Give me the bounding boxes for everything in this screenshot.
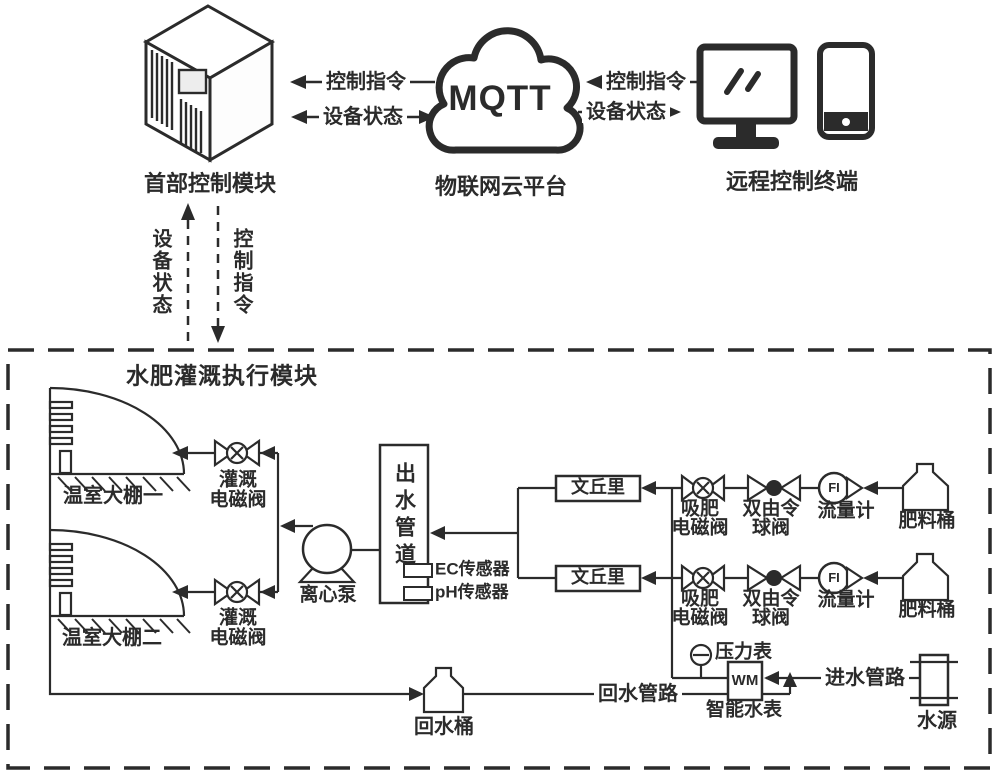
suction-valve-2-label-l1: 吸肥 (680, 588, 720, 610)
flow-meter-2-icon (817, 561, 864, 595)
flow-meter-1-symbol: FI (828, 479, 840, 495)
greenhouse-2-label: 温室大棚二 (62, 627, 162, 649)
ball-valve-2-icon (746, 564, 802, 592)
link-left-cmd-label: 控制指令 (322, 71, 410, 93)
vertical-status-label: 设备状态 (149, 228, 171, 316)
pump-label: 离心泵 (299, 584, 357, 606)
outlet-pipe-label: 出水管道 (392, 462, 416, 570)
irrigation-valve-1-label-l1: 灌溉 (218, 469, 258, 491)
link-right-cmd-label: 控制指令 (602, 71, 690, 93)
venturi-1-label: 文丘里 (571, 477, 625, 498)
venturi-2-box (554, 564, 642, 593)
inlet-pipe-label: 进水管路 (821, 667, 909, 689)
flow-meter-1-icon (817, 471, 864, 505)
mqtt-cloud-text: MQTT (448, 78, 552, 118)
module-title: 水肥灌溉执行模块 (126, 362, 318, 389)
fertilizer-tank-2-icon (901, 552, 950, 602)
irrigation-valve-1-label-l2: 电磁阀 (209, 489, 267, 511)
cloud-label: 物联网云平台 (434, 173, 568, 199)
irrigation-valve-1-icon (213, 438, 261, 468)
suction-valve-1-icon (680, 473, 726, 503)
mqtt-cloud-icon (425, 27, 584, 154)
greenhouse-1-icon (48, 386, 191, 492)
link-right-status-label: 设备状态 (582, 101, 670, 123)
return-tank-icon (422, 666, 465, 714)
water-meter-label: 智能水表 (705, 699, 783, 721)
module-border (6, 348, 992, 770)
venturi-1-box (554, 474, 642, 503)
ph-sensor-label: pH传感器 (435, 582, 509, 602)
suction-valve-2-label-l2: 电磁阀 (671, 607, 729, 629)
greenhouse-2-icon (48, 528, 191, 634)
pressure-gauge-icon (689, 643, 713, 667)
flow-meter-2-symbol: FI (828, 569, 840, 585)
suction-valve-1-label-l2: 电磁阀 (671, 517, 729, 539)
ball-valve-1-label-l2: 球阀 (751, 517, 791, 539)
ball-valve-2-label-l1: 双由令 (742, 588, 800, 610)
fertilizer-tank-2-label: 肥料桶 (898, 599, 956, 621)
flow-meter-2-label: 流量计 (817, 589, 875, 611)
irrigation-pipes (172, 446, 380, 599)
suction-valve-2-icon (680, 563, 726, 593)
ec-sensor-label: EC传感器 (435, 559, 510, 579)
link-left-status-label: 设备状态 (319, 106, 407, 128)
outlet-pipe-box (378, 443, 433, 605)
venturi-pipes (430, 481, 903, 585)
irrigation-valve-2-icon (213, 577, 261, 607)
water-source-icon (910, 653, 958, 707)
irrigation-valve-2-label-l1: 灌溉 (218, 607, 258, 629)
irrigation-valve-2-label-l2: 电磁阀 (209, 627, 267, 649)
water-source-label: 水源 (917, 710, 957, 732)
vertical-cmd-label: 控制指令 (230, 228, 252, 316)
fertilizer-tank-1-icon (901, 462, 950, 512)
server-icon (142, 4, 276, 163)
ball-valve-2-label-l2: 球阀 (751, 607, 791, 629)
venturi-2-label: 文丘里 (571, 567, 625, 588)
water-meter-box (726, 660, 764, 702)
pump-icon (297, 523, 357, 584)
suction-valve-1-label-l1: 吸肥 (680, 498, 720, 520)
water-meter-symbol: WM (731, 671, 759, 689)
server-module-vertical-links (181, 203, 225, 343)
pressure-gauge-label: 压力表 (715, 641, 773, 663)
flow-meter-1-label: 流量计 (817, 500, 875, 522)
fertilizer-tank-1-label: 肥料桶 (898, 510, 956, 532)
monitor-icon (696, 43, 798, 149)
ball-valve-1-icon (746, 474, 802, 502)
terminal-label: 远程控制终端 (725, 168, 859, 194)
server-label: 首部控制模块 (143, 170, 277, 196)
greenhouse-1-label: 温室大棚一 (63, 485, 163, 507)
return-tank-label: 回水桶 (414, 716, 474, 738)
return-pipe-label: 回水管路 (594, 683, 682, 705)
water-supply-return-pipes (48, 388, 920, 701)
ball-valve-1-label-l1: 双由令 (742, 498, 800, 520)
phone-icon (817, 42, 875, 140)
